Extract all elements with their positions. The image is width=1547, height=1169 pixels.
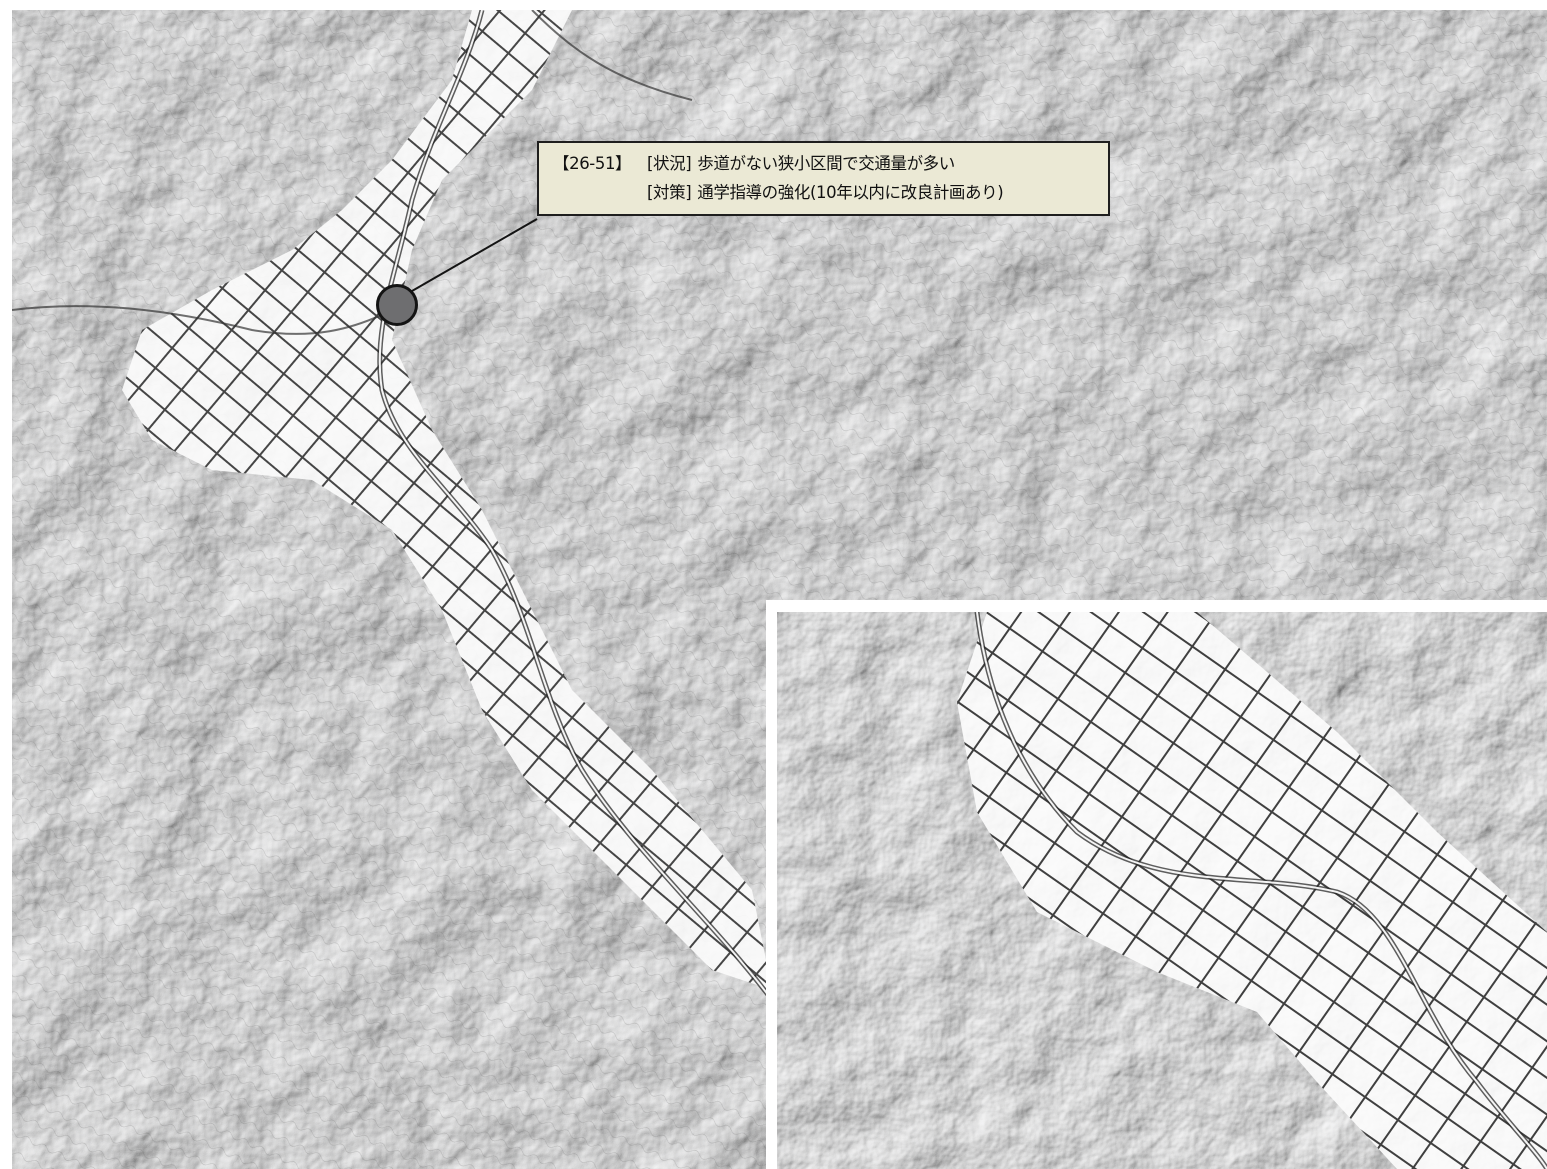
- situation-label: [状況]: [647, 154, 692, 173]
- valley-fields: [122, 10, 772, 990]
- inset-valley-fields: [957, 612, 1547, 1169]
- inset-map-frame: [777, 612, 1547, 1169]
- location-marker[interactable]: [376, 284, 418, 326]
- callout-id: 【26-51】: [553, 154, 632, 173]
- measure-text: 通学指導の強化(10年以内に改良計画あり): [697, 183, 1004, 202]
- situation-text: 歩道がない狭小区間で交通量が多い: [697, 154, 955, 173]
- callout-measure-row: [対策] 通学指導の強化(10年以内に改良計画あり): [553, 178, 1096, 207]
- callout-situation-row: 【26-51】 [状況] 歩道がない狭小区間で交通量が多い: [553, 149, 1096, 178]
- inset-terrain: [777, 612, 1547, 1169]
- callout-box: 【26-51】 [状況] 歩道がない狭小区間で交通量が多い [対策] 通学指導の…: [537, 141, 1110, 216]
- road: [12, 10, 693, 335]
- measure-label: [対策]: [647, 183, 692, 202]
- inset-map[interactable]: [766, 600, 1547, 1169]
